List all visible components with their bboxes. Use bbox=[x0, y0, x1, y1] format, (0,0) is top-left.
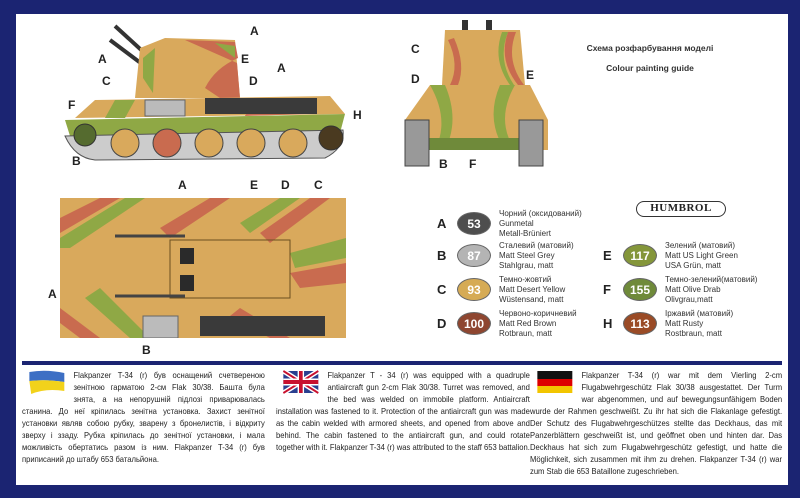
paint-letter: C bbox=[437, 282, 447, 297]
description-de: Flakpanzer T-34 (r) war mit dem Vierling… bbox=[530, 370, 783, 476]
heading-en: Colour painting guide bbox=[606, 63, 694, 73]
paint-swatch: 113 bbox=[623, 312, 657, 335]
paint-swatch: 100 bbox=[457, 312, 491, 335]
description-en: Flakpanzer T - 34 (r) was equipped with … bbox=[276, 369, 530, 452]
label-h: H bbox=[353, 108, 362, 122]
label-f: F bbox=[68, 98, 76, 112]
label-c: C bbox=[411, 42, 420, 56]
paint-swatch: 117 bbox=[623, 244, 657, 267]
label-e: E bbox=[526, 68, 535, 82]
label-b: B bbox=[72, 154, 81, 168]
tank-top-view bbox=[60, 198, 346, 338]
description-ua: Flakpanzer T-34 (r) був оснащений счетве… bbox=[22, 370, 265, 464]
label-c: C bbox=[102, 74, 111, 88]
label-b: B bbox=[142, 343, 151, 357]
ukraine-flag-icon bbox=[29, 370, 65, 394]
label-a: A bbox=[48, 287, 57, 301]
track bbox=[518, 119, 544, 167]
label-a: A bbox=[178, 178, 187, 192]
ammo-racks bbox=[200, 316, 325, 336]
paint-swatch: 155 bbox=[623, 278, 657, 301]
paint-swatch: 93 bbox=[457, 278, 491, 301]
uk-flag-icon bbox=[282, 369, 320, 395]
paint-letter: F bbox=[603, 282, 611, 297]
paint-letter: D bbox=[437, 316, 447, 331]
label-d: D bbox=[249, 74, 258, 88]
label-a: A bbox=[98, 52, 107, 66]
paint-letter: H bbox=[603, 316, 613, 331]
paint-letter: B bbox=[437, 248, 447, 263]
label-a: A bbox=[277, 61, 286, 75]
paint-letter: A bbox=[437, 216, 447, 231]
ammo-racks bbox=[205, 98, 317, 114]
label-b: B bbox=[439, 157, 448, 171]
hull-lower bbox=[65, 114, 345, 136]
heading-ua: Схема розфарбування моделі bbox=[586, 43, 714, 53]
divider bbox=[22, 361, 782, 365]
label-f: F bbox=[469, 157, 477, 171]
paint-swatch: 53 bbox=[457, 212, 491, 235]
tank-front-view bbox=[404, 20, 548, 167]
label-e: E bbox=[241, 52, 250, 66]
paint-letter: E bbox=[603, 248, 612, 263]
label-e: E bbox=[250, 178, 259, 192]
track bbox=[404, 119, 430, 167]
label-a: A bbox=[250, 24, 259, 38]
spare-track-links bbox=[142, 315, 179, 338]
label-c: C bbox=[314, 178, 323, 192]
label-d: D bbox=[411, 72, 420, 86]
tank-side-view bbox=[64, 24, 345, 161]
label-d: D bbox=[281, 178, 290, 192]
spare-track-links bbox=[144, 99, 186, 117]
paint-swatch: 87 bbox=[457, 244, 491, 267]
germany-flag-icon bbox=[537, 371, 573, 393]
humbrol-logo: HUMBROL bbox=[636, 201, 726, 217]
